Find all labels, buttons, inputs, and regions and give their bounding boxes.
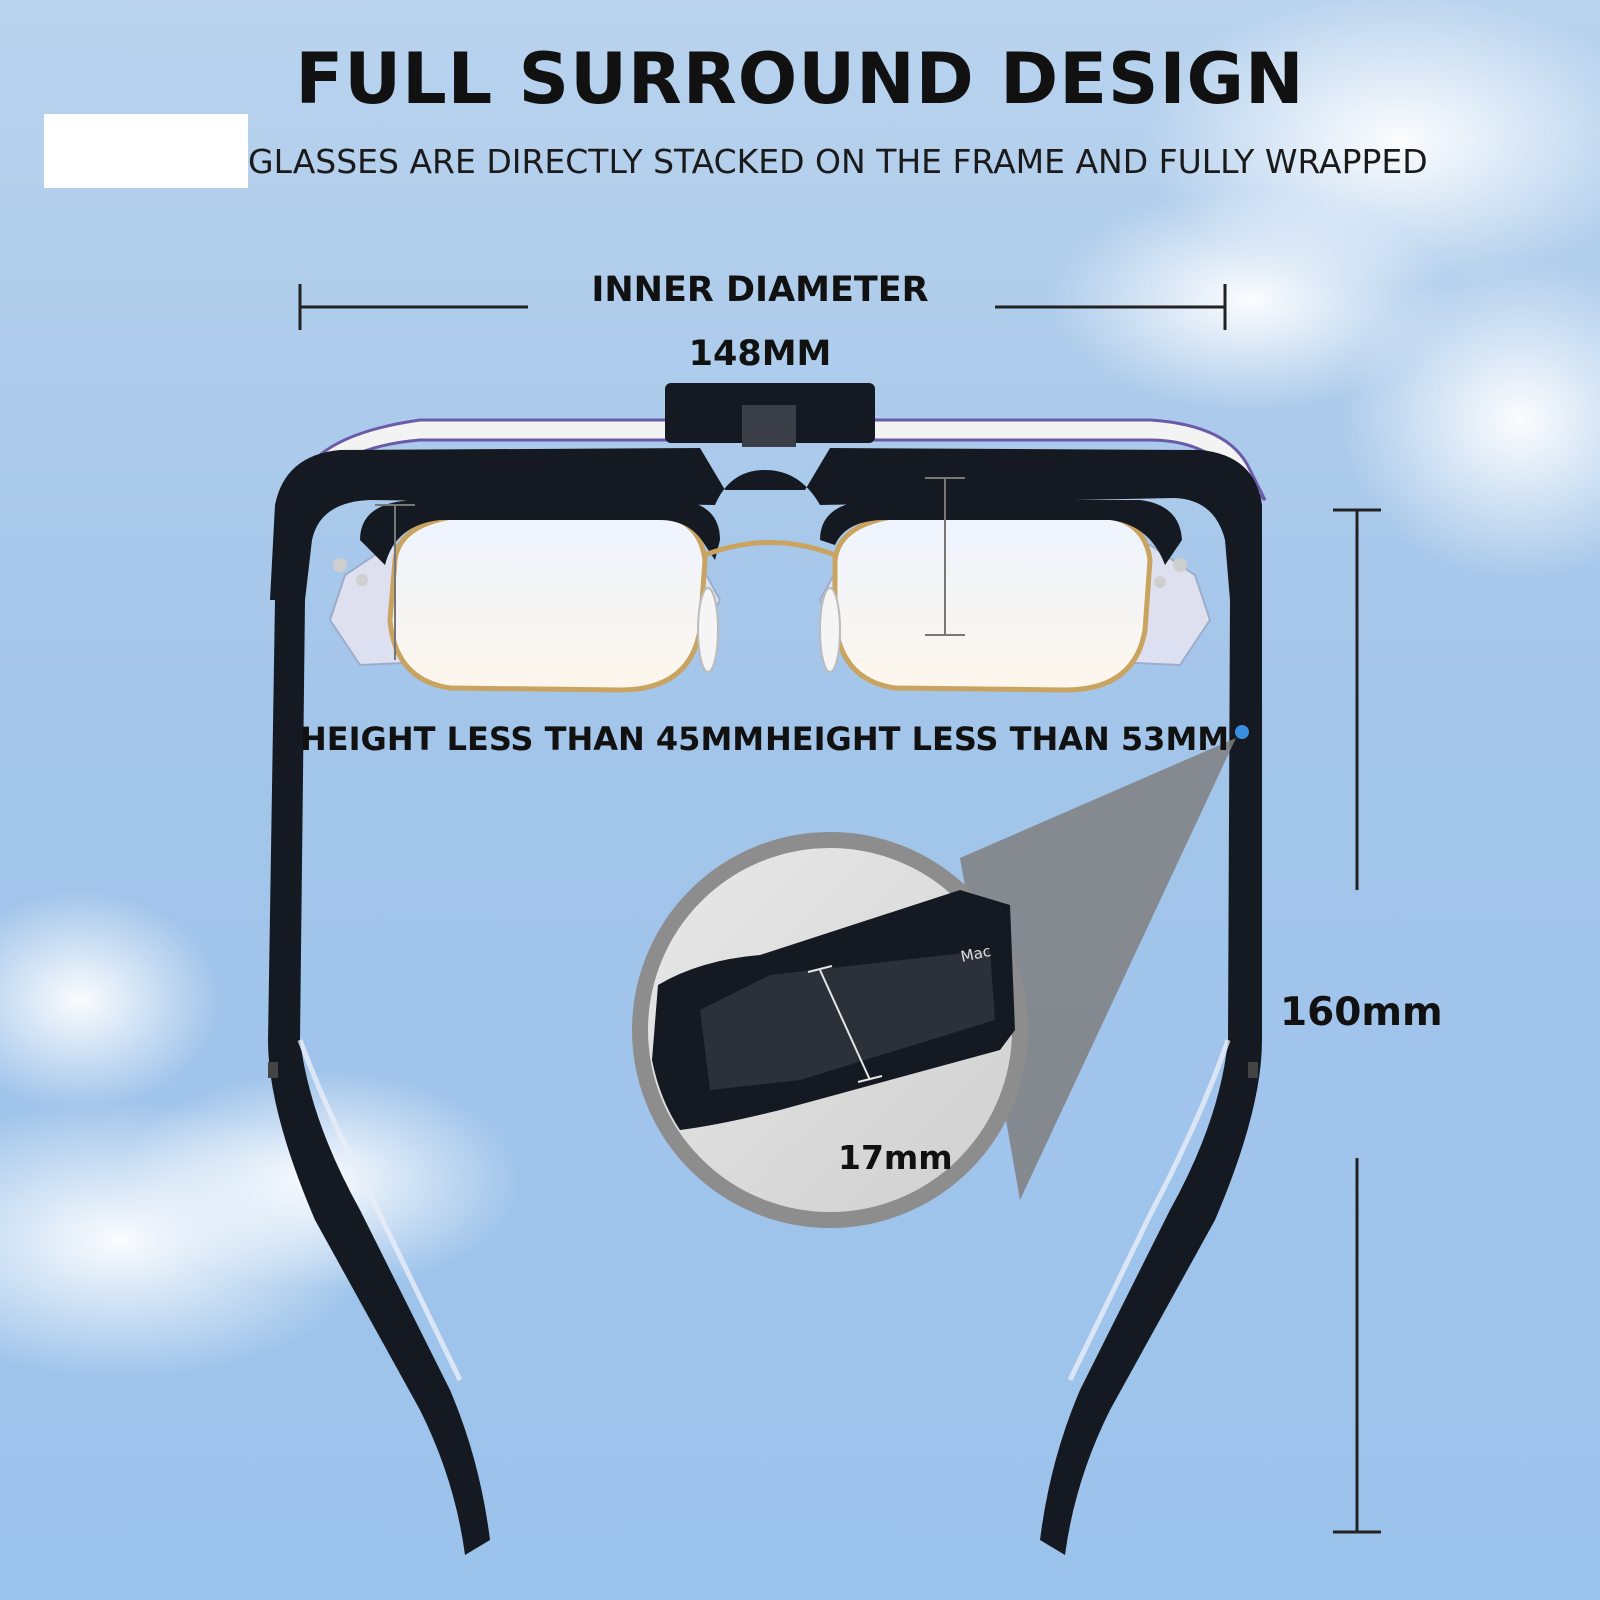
- inner-diameter-value: 148MM: [688, 334, 832, 374]
- inner-diameter-label: INNER DIAMETER: [591, 270, 929, 310]
- subtitle: GLASSES ARE DIRECTLY STACKED ON THE FRAM…: [248, 142, 1428, 181]
- right-height-label: HEIGHT LESS THAN 53MM: [765, 720, 1230, 758]
- dimension-lines: [298, 284, 1381, 1534]
- page-title: FULL SURROUND DESIGN: [295, 38, 1305, 120]
- left-height-label: HEIGHT LESS THAN 45MM: [300, 720, 765, 758]
- temple-length-label: 160mm: [1280, 990, 1443, 1035]
- svg-text:Mac: Mac: [959, 942, 992, 966]
- over-glasses-frame: [268, 383, 1267, 1555]
- thickness-callout: Mac: [632, 725, 1249, 1228]
- frame-thickness-label: 17mm: [838, 1138, 953, 1177]
- clouds: [0, 0, 1600, 1380]
- prescription-glasses: [328, 477, 1212, 693]
- blank-label-box: [44, 114, 248, 188]
